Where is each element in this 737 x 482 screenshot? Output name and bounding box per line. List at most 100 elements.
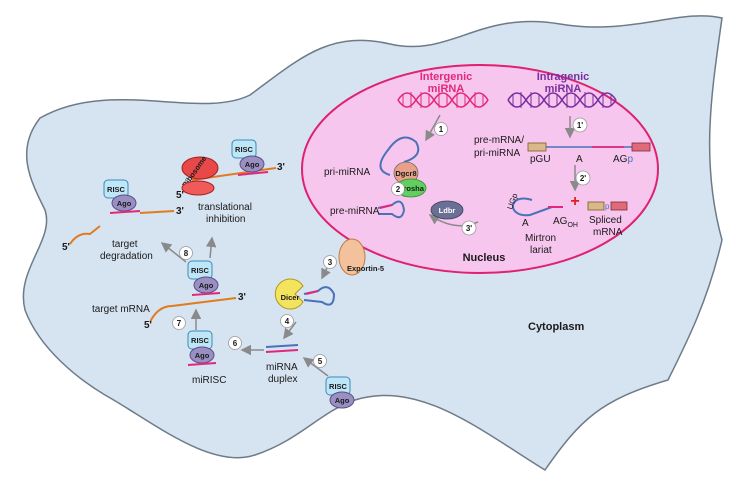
step-badge-4 [280,314,294,328]
target-mrna-label: target mRNA [92,304,150,315]
step-badge-1 [434,122,448,136]
cytoplasm-pre-mirna [303,286,336,306]
step-badges: 1 1' 2 2' 3 3' 4 5 6 7 8 [172,117,591,368]
ago-degradation-label: Ago [117,199,132,208]
exportin5-label: Exportin-5 [347,264,384,273]
intragenic-label-2: miRNA [545,83,582,95]
mirna-duplex-label-1: miRNA [266,362,298,373]
pre-pri-label-2: pri-miRNA [474,148,520,159]
target-5prime: 5' [144,320,152,331]
mirisc-label: miRISC [192,375,226,386]
branch-a-label: A [576,154,583,165]
risc-free-label: RISC [329,382,348,391]
pre-mirna-strand [379,204,393,209]
step-number-1: 1 [439,125,444,134]
step-badge-1prime [572,117,588,133]
plus-sign: + [570,193,579,210]
intergenic-label-1: Intergenic [420,71,473,83]
arrow-step-5 [302,357,329,377]
step-badge-5 [313,354,327,368]
spliced-exon-right [610,201,628,211]
ldbr-label: Ldbr [439,206,456,215]
degradation-mirna-strand [109,210,141,214]
mirna-duplex-strand-2 [265,349,299,353]
lariat-ag-label: AGOH [553,216,578,229]
dicer-label: Dicer [281,293,300,302]
dicer-protein [274,278,304,310]
mirna-duplex-label-2: duplex [268,374,297,385]
step-badge-7 [172,316,186,330]
translational-5prime: 5' [176,190,184,201]
pgu-label: pGU [530,154,551,165]
degradation-mrna-fragment-a [139,210,175,214]
translational-3prime: 3' [277,162,285,173]
ago-mirisc-label: Ago [195,351,210,360]
step-badge-3 [323,255,337,269]
spliced-label-1: Spliced [589,215,622,226]
degradation-3prime: 3' [176,206,184,217]
target-degradation-label-1: target [112,239,138,250]
step-badge-3prime [461,220,477,236]
mirtron-label-1: Mirtron [525,233,556,244]
arrow-step-4 [283,321,297,340]
arrow-step-8 [160,242,187,263]
exportin5-protein [338,238,366,276]
ribosome-small-subunit [181,180,215,196]
ago-free [329,391,355,409]
step-number-6: 6 [233,339,238,348]
translational-mirna-strand [237,171,269,176]
degradation-mrna-fragment-b [69,225,101,245]
exon-right [631,142,651,152]
step-badge-2prime [575,170,591,186]
step-number-1prime: 1' [577,121,583,130]
translational-label-2: inhibition [206,214,245,225]
step-number-3prime: 3' [466,224,472,233]
arrow-step-1 [425,114,441,142]
mirisc-strand [187,362,217,366]
step-badge-2 [391,182,405,196]
pre-mirna-hairpin [377,200,406,219]
arrow-to-translational [205,236,217,259]
intragenic-label-1: Intragenic [537,71,590,83]
risc-translational-label: RISC [235,145,254,154]
drosha-label: Drosha [398,184,425,193]
intergenic-label-2: miRNA [428,83,465,95]
ago-translational [239,155,265,173]
step-number-5: 5 [318,357,323,366]
degradation-5prime: 5' [62,242,70,253]
target-3prime: 3' [238,292,246,303]
ago-target-label: Ago [199,281,214,290]
nucleus [301,64,659,274]
ago-translational-label: Ago [245,160,260,169]
pri-mirna-label: pri-miRNA [324,167,370,178]
ago-free-label: Ago [335,396,350,405]
risc-mirisc-label: RISC [191,336,210,345]
step-badge-6 [228,336,242,350]
ago-degradation [111,194,137,212]
target-mrna-strand [149,297,237,323]
nucleus-label: Nucleus [463,252,506,264]
step-number-4: 4 [285,317,290,326]
pre-pri-label-1: pre-mRNA/ [474,135,524,146]
spliced-p-label: p [605,202,610,211]
translational-label-1: translational [198,202,252,213]
mirtron-lariat [512,197,553,217]
step-number-2: 2 [396,185,401,194]
ldbr-protein [430,200,464,220]
cytoplasm-label: Cytoplasm [528,321,584,333]
spliced-label-2: mRNA [593,227,623,238]
mirna-duplex-strand-1 [265,344,299,348]
mirtron-label-2: lariat [530,245,552,256]
ag-label: AGp [613,154,633,165]
exon-left [527,142,547,152]
spliced-exon-left [587,201,605,211]
pre-mirna-label: pre-miRNA [330,206,380,217]
pri-mirna-hairpin [379,136,420,176]
step-badge-8 [179,246,193,260]
intragenic-dna-helix [507,92,617,108]
risc-degradation-label: RISC [107,185,126,194]
step-number-8: 8 [184,249,189,258]
step-number-3: 3 [328,258,333,267]
target-risc-strand [191,292,221,296]
